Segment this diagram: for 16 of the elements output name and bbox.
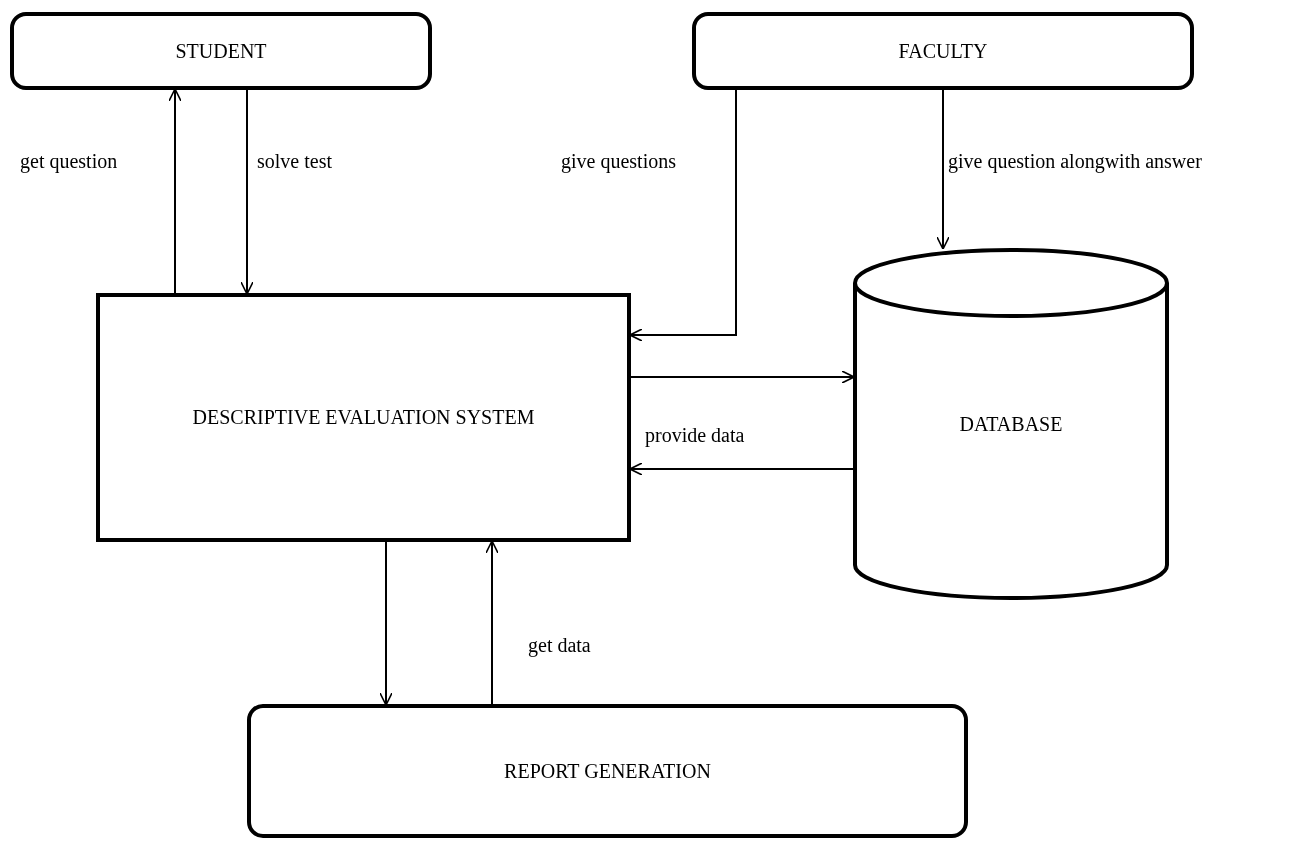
node-label: FACULTY [898, 39, 988, 63]
arrow [630, 370, 855, 384]
node-label: STUDENT [175, 39, 267, 63]
node-label: REPORT GENERATION [504, 759, 711, 783]
arrow [936, 89, 950, 250]
process-box [247, 704, 968, 838]
node-label: DESCRIPTIVE EVALUATION SYSTEM [192, 406, 535, 429]
entity-box [692, 12, 1194, 90]
arrow [379, 541, 393, 706]
database-cylinder [853, 248, 1169, 600]
arrow [240, 89, 254, 295]
arrow [168, 88, 182, 294]
arrow [485, 540, 499, 705]
node-label: DATABASE [959, 412, 1063, 436]
process-box [96, 293, 631, 542]
entity-box [10, 12, 432, 90]
